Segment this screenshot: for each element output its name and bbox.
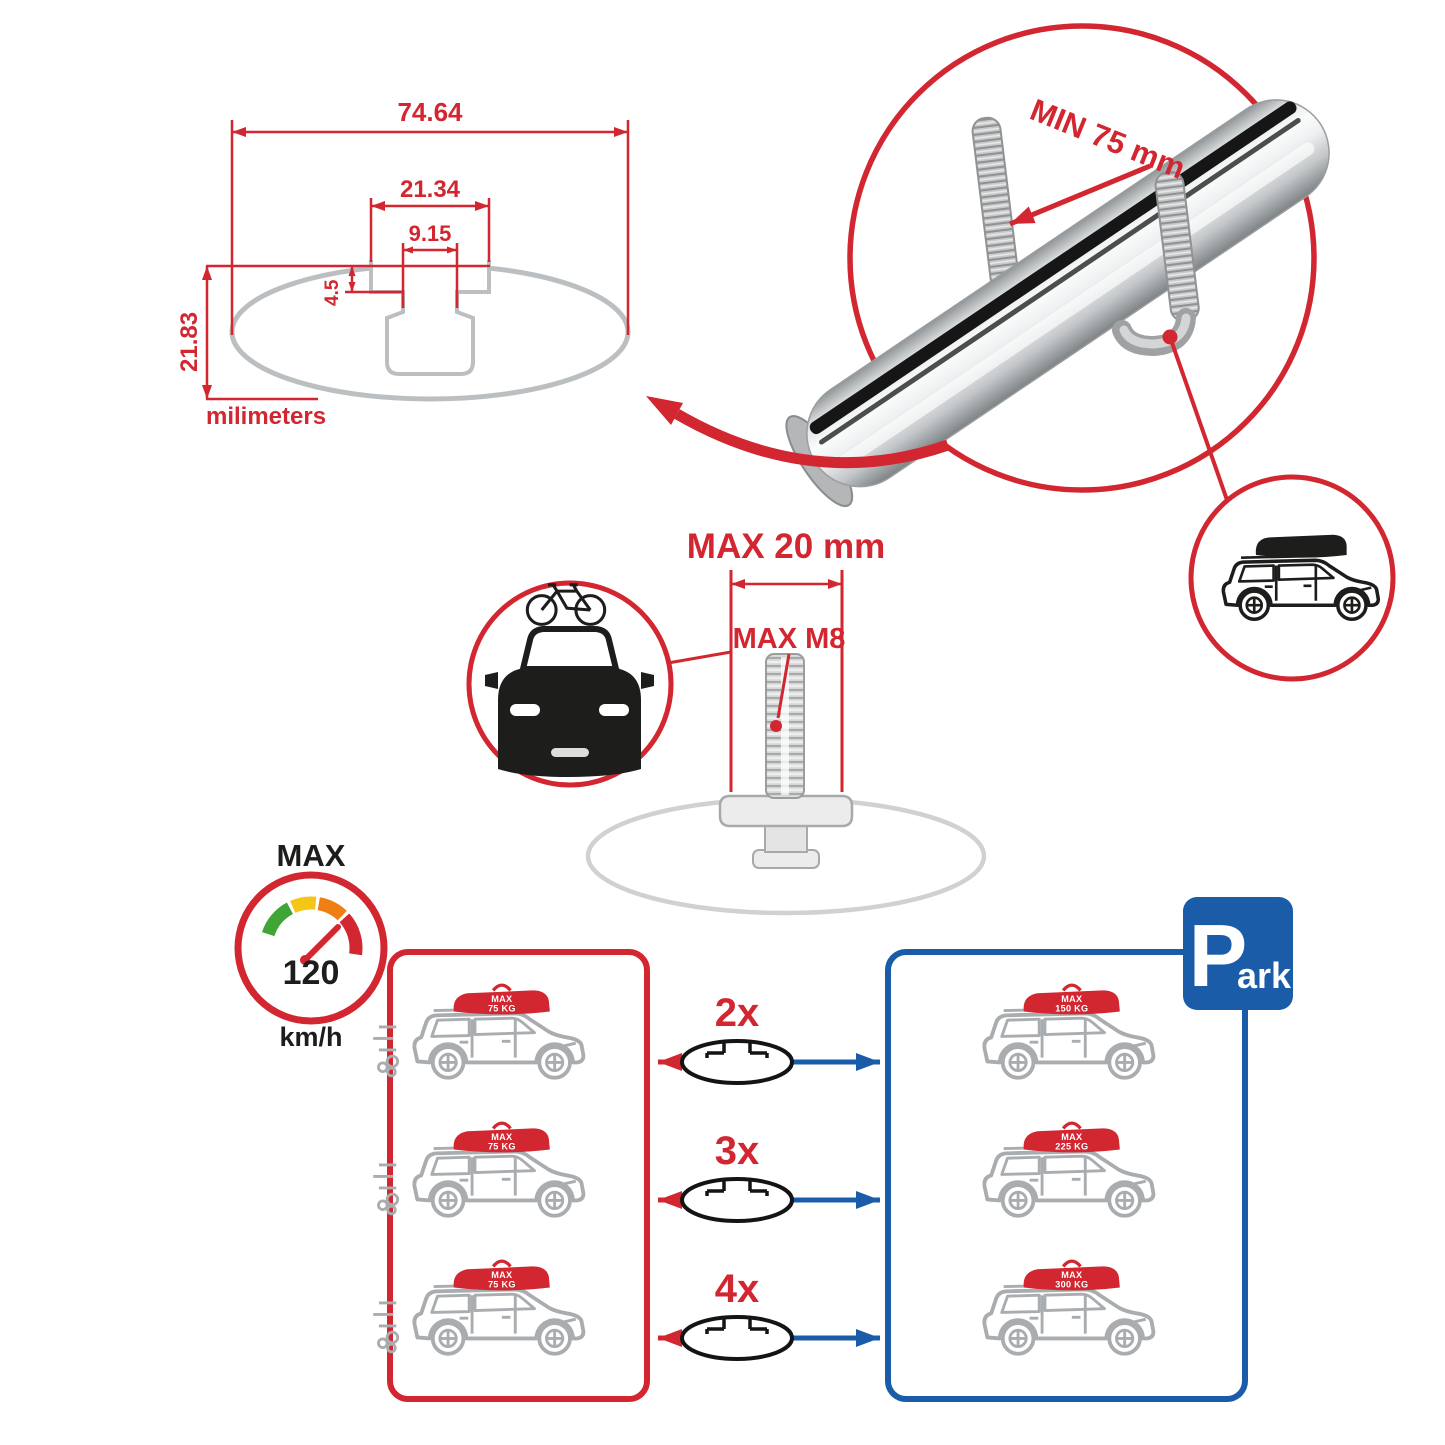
car-front-icon	[485, 626, 654, 777]
dimension-channel-outer: 21.34	[400, 176, 461, 203]
multiplier-label: 4x	[715, 1267, 760, 1311]
parked-car-2: MAX 225 KG	[984, 1121, 1153, 1216]
max-thread-label: MAX M8	[733, 623, 846, 655]
clamp-rod-right	[1112, 170, 1200, 357]
speedometer-icon	[234, 871, 388, 1025]
parking-sign: P ark	[1183, 897, 1293, 1010]
multiplier-label: 3x	[715, 1129, 760, 1173]
threaded-bolt	[765, 653, 805, 799]
crossbar-detail: MIN 75 mm	[646, 23, 1396, 682]
roofbox-max-label: MAX	[1061, 994, 1082, 1004]
speed-limit-gauge: MAX 120 km/h	[234, 838, 388, 1052]
dimension-total-width: 74.64	[397, 97, 463, 127]
driving-car-3: MAX 75 KG	[371, 1259, 583, 1354]
multiplier-rows: 2x 3x 4x	[658, 991, 880, 1361]
section-pointer-arrow	[674, 409, 950, 469]
roofbox-max-label: MAX	[1061, 1270, 1082, 1280]
roofbox-max-label: MAX	[491, 1132, 512, 1142]
max-width-label: MAX 20 mm	[687, 527, 885, 566]
bike-circle-connector	[667, 650, 732, 665]
dimension-channel-inner: 9.15	[409, 221, 452, 246]
dimension-arrows	[202, 127, 628, 399]
driving-car-2: MAX 75 KG	[371, 1121, 583, 1216]
parking-sign-initial: P	[1189, 906, 1248, 1005]
dimension-units-label: milimeters	[206, 403, 326, 430]
driving-car-1: MAX 75 KG	[371, 983, 583, 1078]
t-slot-adapter	[718, 794, 854, 869]
roofbox-weight-label: 150 KG	[1055, 1004, 1088, 1014]
parked-car-1: MAX 150 KG	[984, 983, 1153, 1078]
section-pointer-arrowhead	[646, 396, 683, 425]
bolt-dimension-lines	[729, 570, 844, 792]
roofbox-weight-label: 225 KG	[1055, 1142, 1088, 1152]
multiplier-row-4x: 4x	[658, 1267, 880, 1361]
detail-connector-line	[1168, 336, 1229, 501]
dimension-diagram: 74.64 21.34 9.15 4.5 21.83 milimeters	[176, 97, 631, 430]
crossbar-section-icon	[680, 1315, 794, 1361]
roofbox-suv-icon	[1223, 534, 1378, 619]
multiplier-row-2x: 2x	[658, 991, 880, 1085]
roofbox-weight-label: 300 KG	[1055, 1280, 1088, 1290]
bicycle-icon	[525, 583, 607, 626]
bolt-spec: MAX 20 mm MAX M8	[466, 527, 987, 916]
roofbox-weight-label: 75 KG	[488, 1142, 516, 1152]
multiplier-row-3x: 3x	[658, 1129, 880, 1223]
parked-load-panel: MAX 150 KG MAX 225 KG MAX 300 KG P ark	[885, 897, 1293, 1402]
profile-channel-outline	[369, 260, 491, 376]
multiplier-label: 2x	[715, 991, 760, 1035]
roofbox-weight-label: 75 KG	[488, 1280, 516, 1290]
roofbox-max-label: MAX	[491, 994, 512, 1004]
speedometer-needle	[300, 924, 341, 965]
dimension-extension-lines	[206, 120, 630, 401]
speed-value: 120	[283, 954, 340, 992]
crossbar-section-icon	[680, 1039, 794, 1085]
driving-load-panel: MAX 75 KG MAX 75 KG MAX 75 KG	[371, 949, 650, 1402]
dimension-total-height: 21.83	[176, 312, 203, 372]
min-clamp-arrow	[1009, 163, 1151, 227]
parking-sign-rest: ark	[1237, 955, 1292, 996]
crossbar-section-icon	[680, 1177, 794, 1223]
dimension-step-depth: 4.5	[322, 279, 343, 306]
thread-pointer-dot	[770, 720, 782, 732]
roofbox-max-label: MAX	[491, 1270, 512, 1280]
parked-car-3: MAX 300 KG	[984, 1259, 1153, 1354]
roofbox-max-label: MAX	[1061, 1132, 1082, 1142]
speed-max-title: MAX	[277, 838, 346, 873]
speedometer-arcs	[262, 896, 363, 956]
roofbox-weight-label: 75 KG	[488, 1004, 516, 1014]
speed-units: km/h	[279, 1022, 342, 1052]
